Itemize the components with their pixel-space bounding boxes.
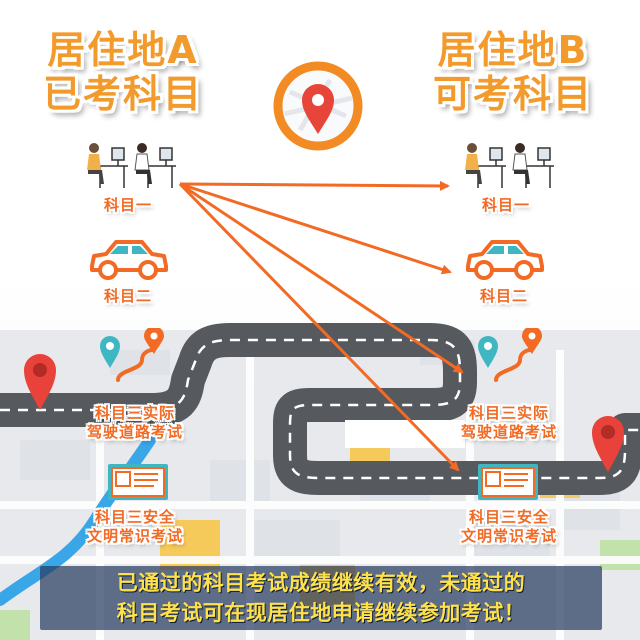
subject4-label-b: 科目三安全 文明常识考试 (446, 508, 572, 546)
subject3-b-line2: 驾驶道路考试 (460, 423, 557, 441)
subject2-label-b: 科目二 (479, 287, 528, 305)
location-pin-icon (273, 61, 363, 151)
heading-a-line2: 已考科目 (42, 72, 203, 116)
notice-line1: 已通过的科目考试成绩继续有效，未通过的 (116, 571, 526, 595)
subject3-label-b: 科目三实际 驾驶道路考试 (446, 404, 572, 442)
subject3-a-line1: 科目三实际 (94, 404, 175, 422)
route-pin-icon (478, 328, 542, 382)
location-pin-icon (24, 354, 56, 410)
subject3-label-a: 科目三实际 驾驶道路考试 (72, 404, 198, 442)
subject4-a-line2: 文明常识考试 (86, 527, 183, 545)
notice-banner (40, 566, 602, 630)
certificate-icon (108, 464, 168, 500)
subject4-label-a: 科目三安全 文明常识考试 (72, 508, 198, 546)
heading-a-line1: 居住地A (47, 28, 199, 72)
heading-b-line2: 可考科目 (432, 72, 593, 116)
winding-road (0, 323, 640, 495)
certificate-icon (478, 464, 538, 500)
notice-line2: 科目考试可在现居住地申请继续参加考试！ (116, 601, 526, 625)
subject1-label-b: 科目一 (481, 196, 530, 214)
heading-residence-b: 居住地B 可考科目 (418, 28, 608, 116)
heading-b-line1: 居住地B (437, 28, 589, 72)
car-icon (466, 240, 544, 280)
arrow-subject4 (178, 182, 460, 472)
office-workers-icon (87, 143, 176, 188)
subject2-label-a: 科目二 (103, 287, 152, 305)
subject1-label-a: 科目一 (103, 196, 152, 214)
subject4-b-line1: 科目三安全 (468, 508, 549, 526)
location-pin-icon (592, 416, 624, 472)
subject4-b-line2: 文明常识考试 (460, 527, 557, 545)
office-workers-icon (465, 143, 554, 188)
subject3-a-line2: 驾驶道路考试 (86, 423, 183, 441)
arrow-subject2 (179, 182, 452, 275)
arrow-subject1 (179, 180, 450, 191)
subject4-a-line1: 科目三安全 (94, 508, 175, 526)
route-pin-icon (100, 328, 164, 382)
heading-residence-a: 居住地A 已考科目 (28, 28, 218, 116)
subject3-b-line1: 科目三实际 (468, 404, 549, 422)
car-icon (90, 240, 168, 280)
arrow-subject3 (179, 182, 464, 374)
notice-text: 已通过的科目考试成绩继续有效，未通过的 科目考试可在现居住地申请继续参加考试！ (40, 568, 602, 628)
